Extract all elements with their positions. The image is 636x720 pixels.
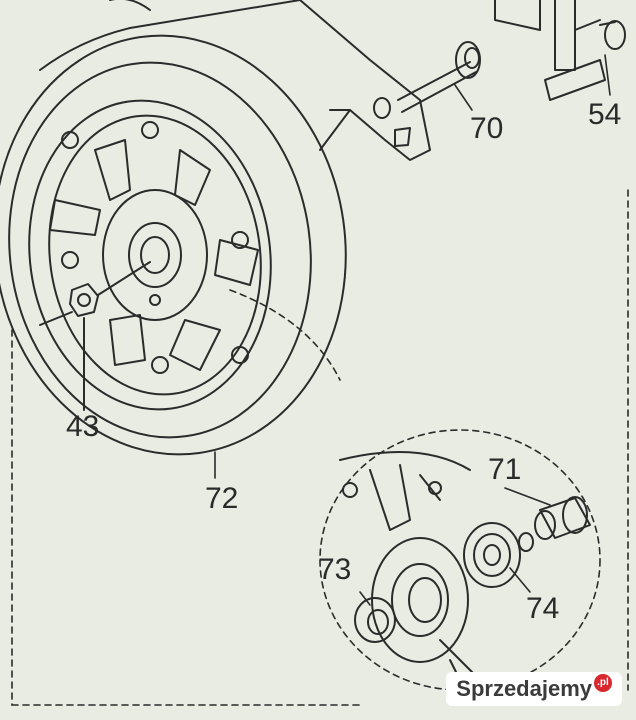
watermark-badge: .pl bbox=[594, 674, 612, 692]
callout-74: 74 bbox=[526, 592, 560, 625]
seal-73 bbox=[354, 597, 396, 643]
dashed-frame bbox=[11, 189, 629, 706]
callout-70: 70 bbox=[470, 112, 504, 145]
callout-71: 71 bbox=[488, 453, 522, 486]
callout-73: 73 bbox=[318, 553, 352, 586]
callout-54: 54 bbox=[588, 98, 622, 131]
detail-circle bbox=[229, 289, 601, 691]
bracket-plate-54 bbox=[494, 0, 626, 101]
callout-43: 43 bbox=[66, 410, 100, 443]
sprzedajemy-watermark: Sprzedajemy .pl bbox=[446, 672, 622, 706]
spacer-71 bbox=[518, 496, 591, 552]
leader-lines bbox=[214, 54, 611, 606]
axle-bolt-70 bbox=[397, 41, 481, 113]
callout-72: 72 bbox=[205, 482, 239, 515]
bearing-74 bbox=[463, 522, 521, 588]
nut-43 bbox=[39, 261, 151, 411]
watermark-text: Sprzedajemy bbox=[456, 676, 592, 701]
detail-hub bbox=[339, 451, 481, 701]
wheel-arm-bracket bbox=[39, 0, 431, 161]
wheel-72 bbox=[0, 34, 347, 456]
